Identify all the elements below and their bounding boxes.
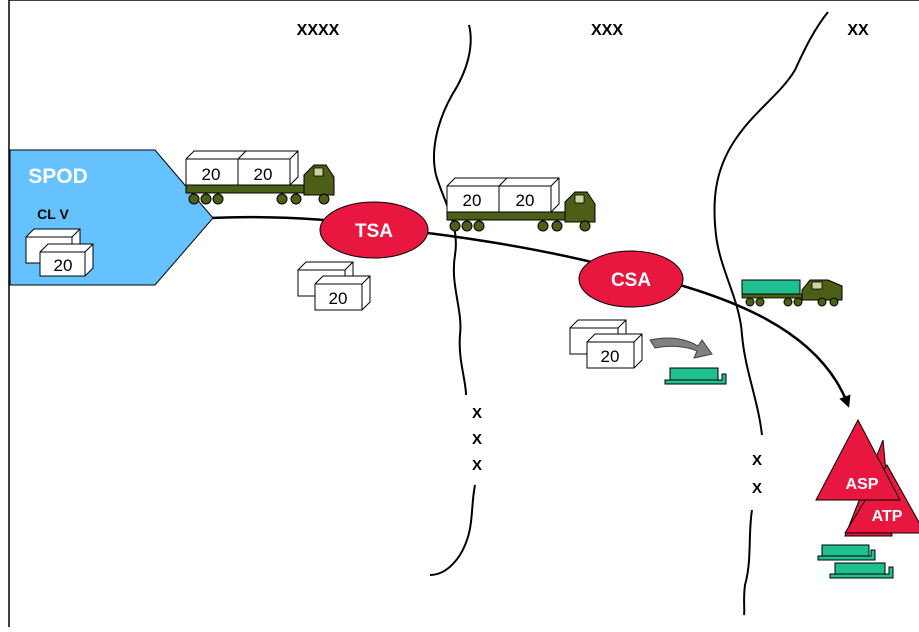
spod-container-label: 20 [54,256,73,275]
spod-container-stack [25,228,94,277]
truck-1-container-1-label: 20 [202,165,221,184]
corps-boundary-marker-1: X [472,405,482,422]
spod-label: SPOD [28,165,88,188]
echelon-division-label: XX [847,22,869,39]
truck-2-container-1-label: 20 [463,191,482,210]
spod-class-label: CL V [37,206,69,222]
csa-node [578,250,684,308]
division-boundary-marker-1: X [752,452,762,469]
echelon-theater-label: XXXX [297,22,340,39]
page-border [8,0,919,632]
transload-arrow-icon [649,337,713,359]
atp-label: ATP [872,508,903,525]
csa-flatrack-icon [664,367,727,385]
supply-flow-arrow [209,215,851,408]
division-boundary-line [713,11,829,616]
line-haul-truck-2 [446,177,596,232]
truck-2-container-2-label: 20 [516,191,535,210]
tsa-container-stack [297,261,371,311]
asp-flatrack-stack-icon [817,544,894,579]
corps-boundary-line [429,24,476,576]
division-boundary-marker-2: X [752,480,762,497]
asp-label: ASP [846,476,879,493]
tsa-node [319,201,429,259]
tsa-container-label: 20 [329,289,348,308]
csa-container-stack [569,319,643,369]
corps-boundary-marker-3: X [472,457,482,474]
truck-1-container-2-label: 20 [254,165,273,184]
csa-label: CSA [611,270,651,291]
corps-boundary-marker-2: X [472,431,482,448]
asp-triangle [815,418,901,501]
line-haul-truck-1 [185,150,335,205]
echelon-corps-label: XXX [591,22,623,39]
csa-container-label: 20 [601,347,620,366]
tsa-label: TSA [355,221,393,242]
pls-truck-icon [741,279,843,307]
